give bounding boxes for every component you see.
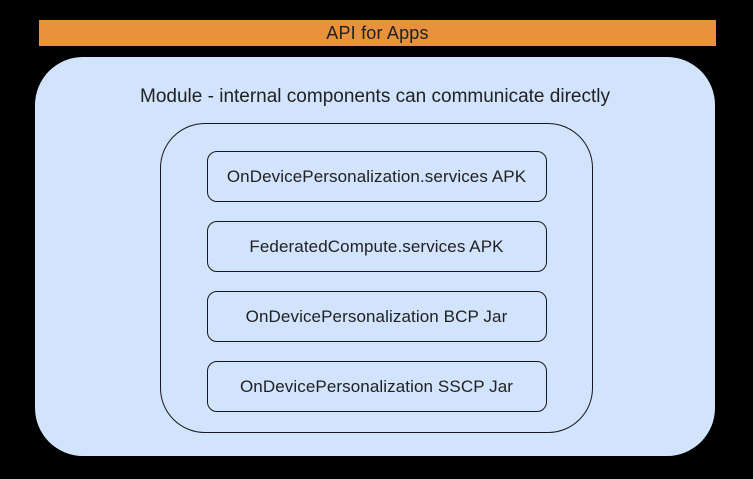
component-label: OnDevicePersonalization BCP Jar bbox=[245, 307, 508, 326]
component-label: OnDevicePersonalization.services APK bbox=[226, 167, 527, 186]
component-label: FederatedCompute.services APK bbox=[249, 237, 504, 256]
component-box-odp-sscp-jar: OnDevicePersonalization SSCP Jar bbox=[206, 361, 547, 412]
module-inner-boundary: OnDevicePersonalization.services APK Fed… bbox=[160, 123, 593, 433]
component-box-odp-bcp-jar: OnDevicePersonalization BCP Jar bbox=[206, 291, 547, 342]
module-panel: Module - internal components can communi… bbox=[35, 57, 715, 456]
component-box-federatedcompute-services-apk: FederatedCompute.services APK bbox=[206, 221, 547, 272]
api-for-apps-label: API for Apps bbox=[326, 23, 429, 43]
api-for-apps-bar: API for Apps bbox=[39, 20, 716, 46]
component-box-odp-services-apk: OnDevicePersonalization.services APK bbox=[206, 151, 547, 202]
component-label: OnDevicePersonalization SSCP Jar bbox=[239, 377, 514, 396]
module-title: Module - internal components can communi… bbox=[140, 86, 610, 107]
